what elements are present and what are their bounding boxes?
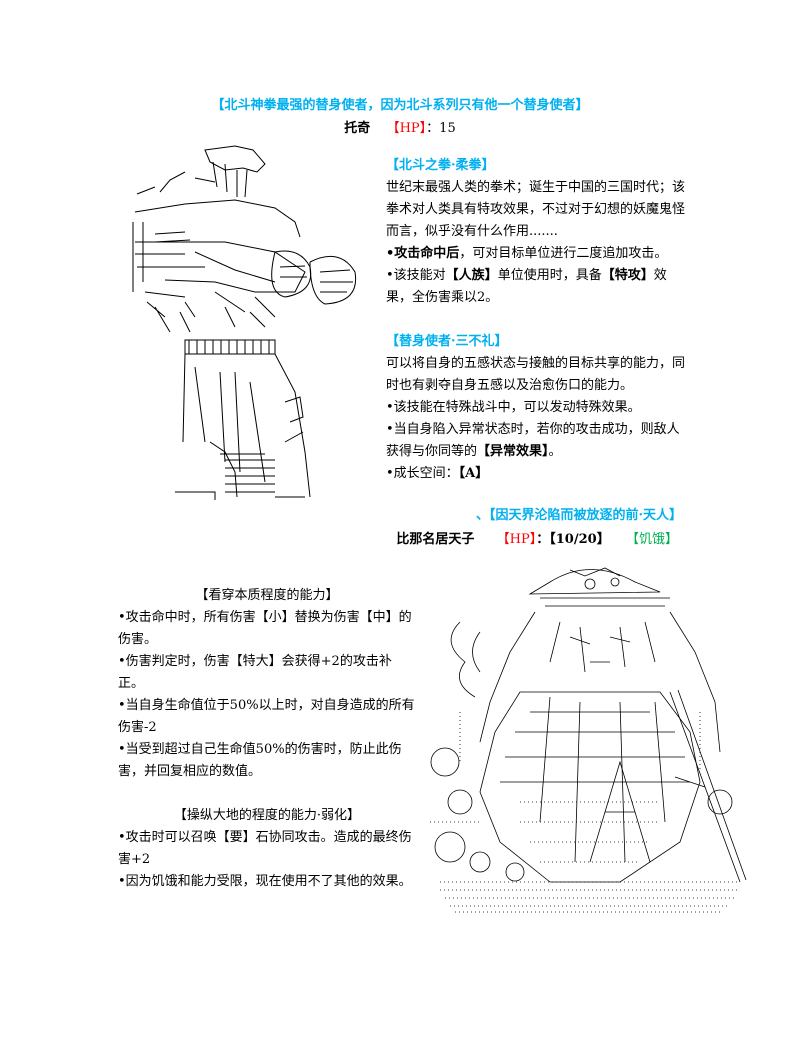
skill1-bullet2: •该技能对【人族】单位使用时，具备【特攻】效果，全伤害乘以2。	[386, 265, 686, 309]
skill1-bullet1: •攻击命中后，可对目标单位进行二度追加攻击。	[386, 243, 686, 265]
tenshi-name: 比那名居天子	[396, 532, 475, 547]
skill1-b2a: •该技能对	[386, 268, 446, 283]
skill1-b2c: 单位使用时，具备	[497, 268, 602, 283]
skill2-b3a: •成长空间：	[386, 466, 459, 481]
tenshi-abilities: 【看穿本质程度的能力】 •攻击命中时，所有伤害【小】替换为伤害【中】的伤害。 •…	[118, 585, 416, 893]
skill2-title: 【替身使者·三不礼】	[386, 334, 508, 349]
skill2-b2c: 。	[548, 444, 562, 459]
skill2-b2a: •当自身陷入异常状态时，若你的攻击成功，则敌人获得与你同等的	[386, 422, 680, 459]
tenshi-hp-value: ：【10/20】	[536, 532, 610, 547]
toki-name: 托奇	[344, 121, 371, 136]
skill2-b3b: 【A】	[458, 466, 489, 481]
skill1-b2b: 【人族】	[445, 268, 498, 283]
tenshi-status: 【饥饿】	[625, 532, 678, 547]
ability1-bullet1: •攻击命中时，所有伤害【小】替换为伤害【中】的伤害。	[118, 610, 412, 647]
tenshi-name-line: 比那名居天子 【HP】：【10/20】 【饥饿】	[396, 528, 678, 547]
ability1-bullet3: •当自身生命值位于50%以上时，对自身造成的所有伤害-2	[118, 698, 415, 735]
skill1-bullet1-bold: •攻击命中后	[386, 246, 460, 261]
ability2-bullet2: •因为饥饿和能力受限，现在使用不了其他的效果。	[118, 874, 412, 889]
skill2-desc: 可以将自身的五感状态与接触的目标共享的能力，同时也有剥夺自身五感以及治愈伤口的能…	[386, 356, 686, 393]
toki-ascii-art	[125, 142, 375, 507]
skill1-desc: 世纪末最强人类的拳术；诞生于中国的三国时代；该拳术对人类具有特攻效果，不过对于幻…	[386, 180, 686, 239]
ability1-title: 【看穿本质程度的能力】	[195, 588, 339, 603]
ability1-bullet4: •当受到超过自己生命值50%的伤害时，防止此伤害，并回复相应的数值。	[118, 742, 402, 779]
toki-skills: 【北斗之拳·柔拳】 世纪末最强人类的拳术；诞生于中国的三国时代；该拳术对人类具有…	[386, 155, 686, 485]
ability1-bullet2: •伤害判定时，伤害【特大】会获得+2的攻击补正。	[118, 654, 392, 691]
skill2-b2b: 【异常效果】	[477, 444, 549, 459]
toki-hp-value: ：15	[426, 121, 456, 136]
skill1-bullet1-rest: ，可对目标单位进行二度追加攻击。	[459, 246, 668, 261]
skill1-title: 【北斗之拳·柔拳】	[386, 158, 495, 173]
skill2-bullet2: •当自身陷入异常状态时，若你的攻击成功，则敌人获得与你同等的【异常效果】。	[386, 419, 686, 463]
ability2-title: 【操纵大地的程度的能力·弱化】	[173, 808, 361, 823]
skill2-bullet1: •该技能在特殊战斗中，可以发动特殊效果。	[386, 400, 641, 415]
toki-hp-label: 【HP】	[386, 121, 427, 136]
tenshi-hp-label: 【HP】	[496, 532, 537, 547]
skill2-bullet3: •成长空间：【A】	[386, 463, 686, 485]
tenshi-subtitle: 、【因天界沦陷而被放逐的前·天人】	[475, 508, 682, 523]
ability2-bullet1: •攻击时可以召唤【要】石协同攻击。造成的最终伤害+2	[118, 830, 412, 867]
skill1-b2d: 【特攻】	[601, 268, 654, 283]
tenshi-ascii-art	[420, 562, 750, 917]
toki-subtitle: 【北斗神拳最强的替身使者，因为北斗系列只有他一个替身使者】	[211, 98, 589, 113]
toki-name-line: 托奇 【HP】：15	[0, 117, 800, 136]
skill1-b2e: 效果，全伤害乘以2。	[386, 268, 667, 305]
